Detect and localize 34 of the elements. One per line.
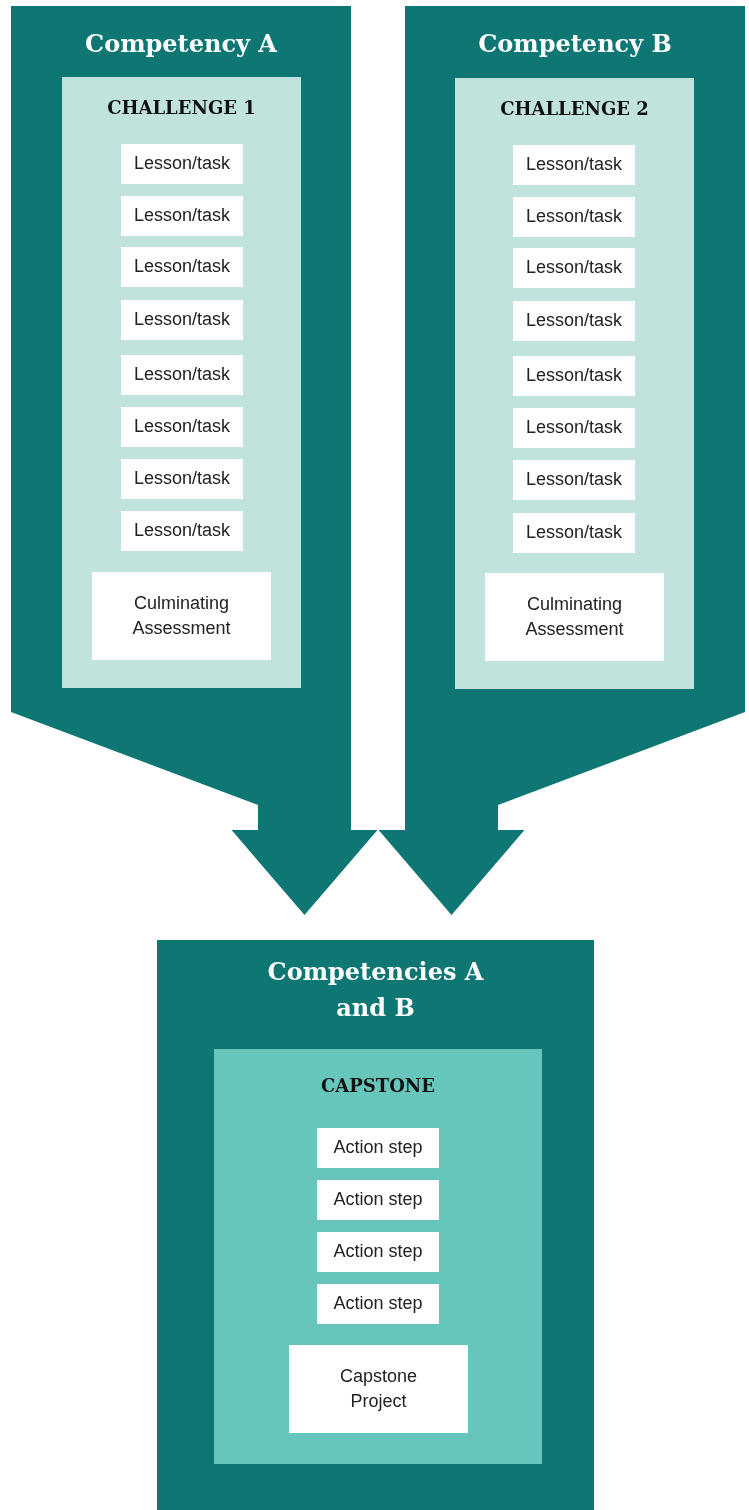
panel <box>455 78 694 689</box>
task-card: Action step <box>317 1232 439 1272</box>
task-card: Lesson/task <box>121 144 243 184</box>
heading: Competency B <box>478 28 672 60</box>
task-card: Lesson/task <box>121 355 243 395</box>
task-card: Lesson/task <box>513 513 635 553</box>
assessment-card: Capstone Project <box>289 1345 468 1433</box>
task-card: Lesson/task <box>121 511 243 551</box>
task-card: Lesson/task <box>513 408 635 448</box>
panel-heading: CHALLENGE 1 <box>107 97 256 118</box>
assessment-card: Culminating Assessment <box>485 573 664 661</box>
task-card: Lesson/task <box>513 460 635 500</box>
task-card: Lesson/task <box>513 248 635 288</box>
task-card: Lesson/task <box>513 197 635 237</box>
task-card: Lesson/task <box>121 407 243 447</box>
heading: Competency A <box>85 28 277 60</box>
task-card: Lesson/task <box>513 301 635 341</box>
arrow <box>231 802 378 915</box>
assessment-card: Culminating Assessment <box>92 572 271 660</box>
task-card: Lesson/task <box>121 247 243 287</box>
panel <box>62 77 301 688</box>
panel-heading: CAPSTONE <box>320 1075 436 1096</box>
panel <box>214 1049 542 1464</box>
task-card: Lesson/task <box>513 145 635 185</box>
panel-heading: CHALLENGE 2 <box>500 98 649 119</box>
task-card: Action step <box>317 1180 439 1220</box>
task-card: Action step <box>317 1128 439 1168</box>
task-card: Lesson/task <box>513 356 635 396</box>
arrow <box>378 802 525 915</box>
task-card: Lesson/task <box>121 300 243 340</box>
task-card: Action step <box>317 1284 439 1324</box>
task-card: Lesson/task <box>121 196 243 236</box>
task-card: Lesson/task <box>121 459 243 499</box>
heading: Competencies A and B <box>266 956 485 1024</box>
